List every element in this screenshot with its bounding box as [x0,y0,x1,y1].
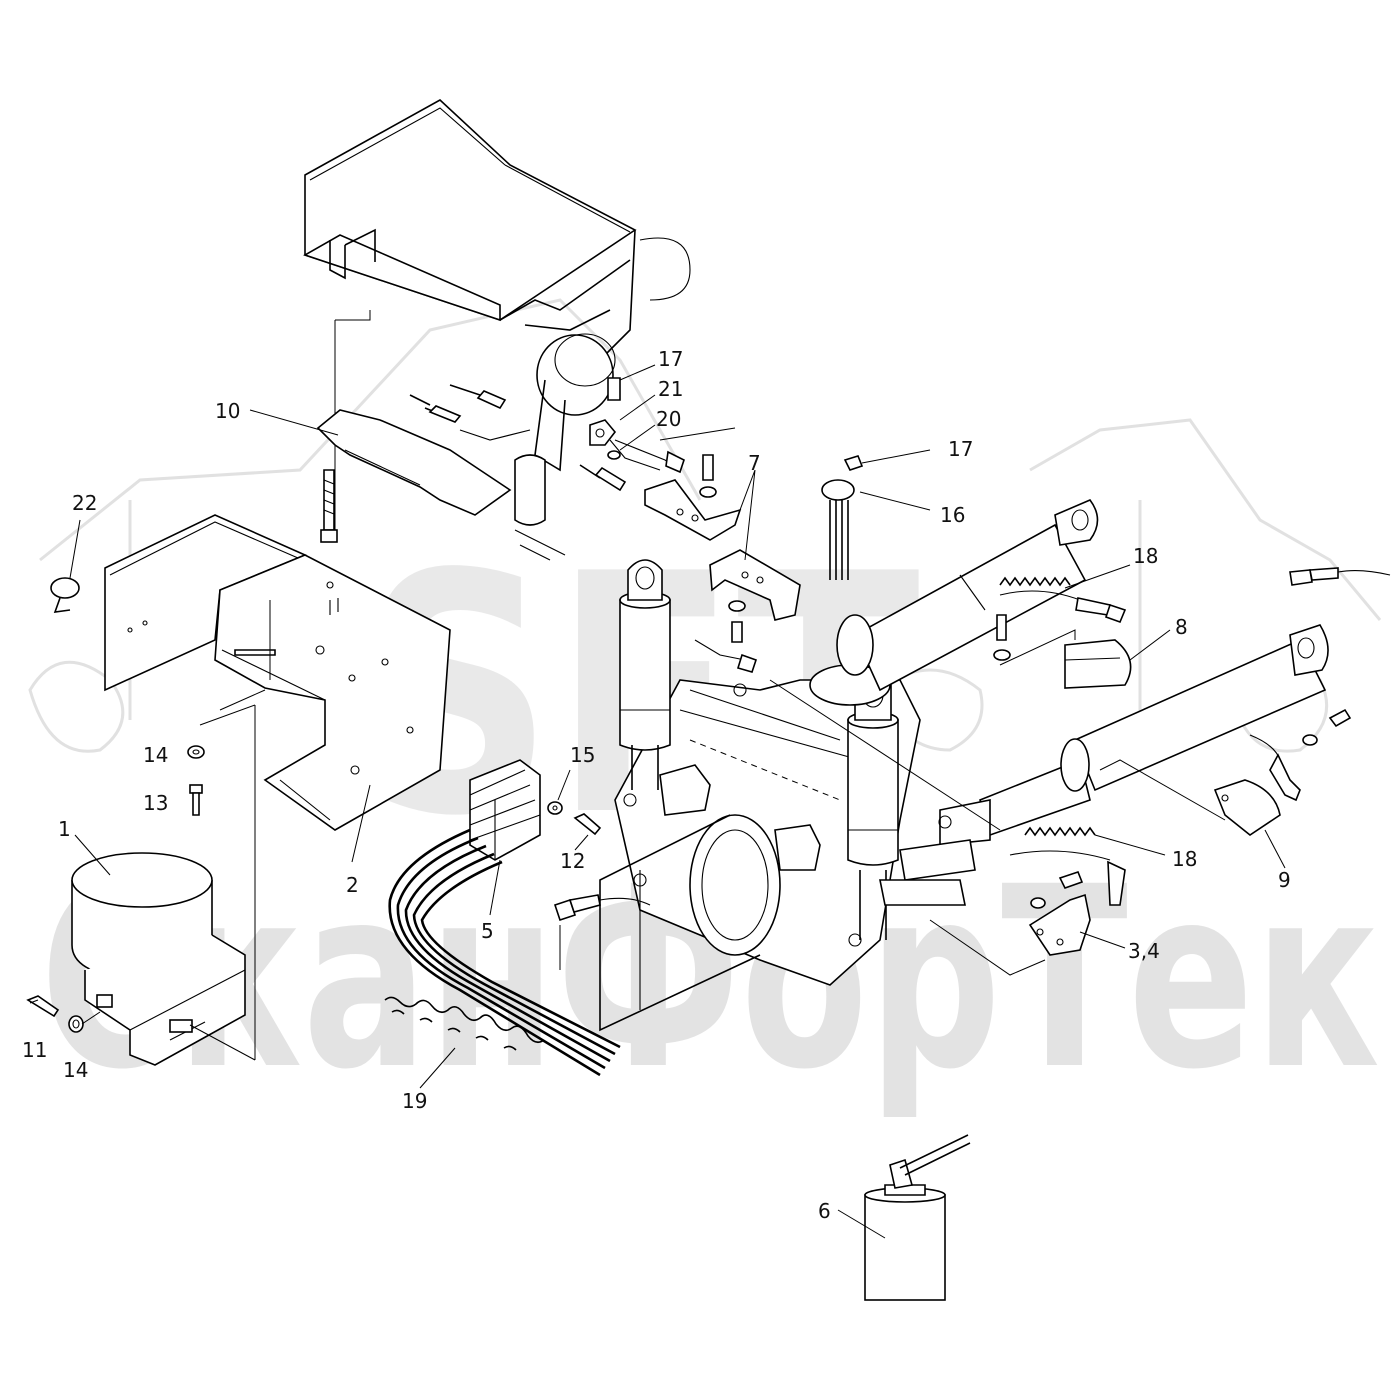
guard-8 [1064,629,1171,689]
lift-cylinder-right [809,664,899,940]
hose-bundle [388,828,621,1077]
callout-17-right: 17 [948,437,973,461]
valve-block-5 [469,759,541,916]
bolt-12 [573,813,602,851]
bolt-near-8 [993,614,1076,666]
callout-15: 15 [570,743,595,767]
callout-labels: 1 2 3,4 5 6 7 8 9 10 11 12 13 14 14 15 1… [22,347,1291,1223]
callout-2: 2 [346,873,359,897]
callout-20: 20 [656,407,681,431]
ring-clip-22 [50,519,81,613]
callout-19: 19 [402,1089,427,1113]
grease-gun-6 [837,1134,971,1301]
bolt-13 [189,784,203,816]
callout-16: 16 [940,503,965,527]
sensor-16 [821,479,931,580]
clip-18-lower [1009,826,1166,906]
lift-cylinder-left [619,559,671,790]
callout-7: 7 [748,451,761,475]
control-armrest-unit [303,99,691,561]
mounting-bracket-2 [104,514,451,1060]
pump-unit-1 [71,834,256,1066]
callout-17-top: 17 [658,347,683,371]
long-bolt [320,469,338,543]
callout-11: 11 [22,1038,47,1062]
callout-3-4: 3,4 [1128,939,1160,963]
sensor-20-21 [589,364,736,471]
steering-cylinder-upper [836,499,1099,692]
washer-14-lower [68,1011,101,1033]
steering-cylinder-lower [938,624,1329,846]
bolt-17-right [843,449,931,471]
callout-8: 8 [1175,615,1188,639]
clip-18-upper [999,564,1131,624]
callout-22: 22 [72,491,97,515]
callout-9: 9 [1278,868,1291,892]
callout-18-lower: 18 [1172,847,1197,871]
steering-arms [879,839,976,906]
clamp-9 [1099,708,1352,869]
sensor-wire-lower [553,894,651,970]
control-wires [409,384,685,492]
callout-5: 5 [481,919,494,943]
steering-axle [599,679,921,1032]
callout-14-lower: 14 [63,1058,88,1082]
sensor-wire-right [1289,567,1391,586]
callout-13: 13 [143,791,168,815]
bracket-3-4 [929,871,1126,976]
callout-21: 21 [658,377,683,401]
sensor-wire-middle [694,639,1001,831]
callout-6: 6 [818,1199,831,1223]
bolt-near-7 [699,454,746,643]
callout-14-upper: 14 [143,743,168,767]
washer-15 [547,769,571,815]
bolt-11 [26,995,60,1018]
callout-10: 10 [215,399,240,423]
mounting-plate-10 [249,409,512,516]
callout-1: 1 [58,817,71,841]
washer-14-upper [187,745,205,759]
hose-clips-19 [384,996,545,1089]
bracket-7 [644,469,801,621]
callout-12: 12 [560,849,585,873]
callout-18-upper: 18 [1133,544,1158,568]
